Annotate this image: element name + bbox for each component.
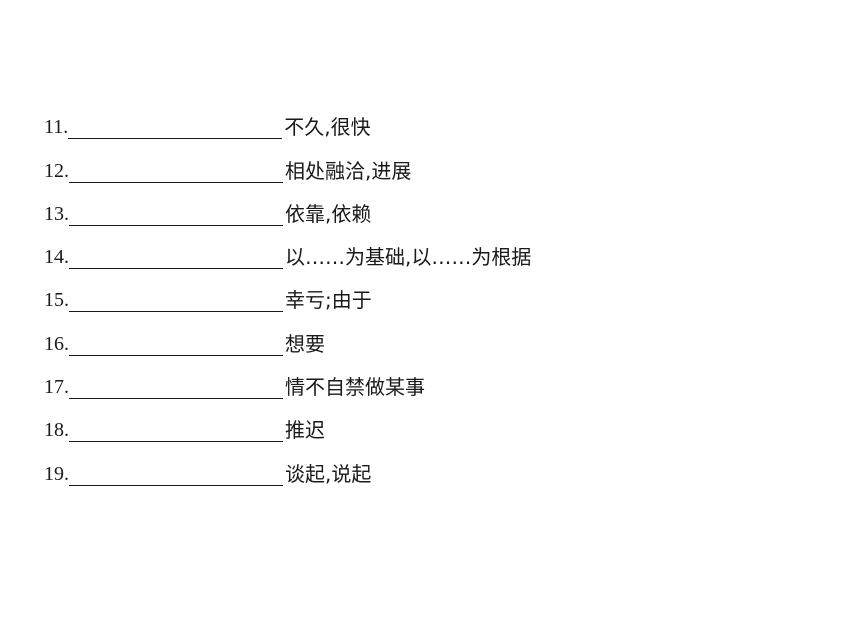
vocabulary-worksheet: 11. 不久,很快 12. 相处融洽,进展 13. 依靠,依赖 14. 以……为… <box>44 96 824 486</box>
item-meaning: 相处融洽,进展 <box>285 158 412 183</box>
worksheet-item-16: 16. 想要 <box>44 312 824 356</box>
worksheet-item-18: 18. 推迟 <box>44 399 824 443</box>
answer-blank[interactable] <box>69 203 283 226</box>
item-meaning: 谈起,说起 <box>285 461 372 486</box>
item-meaning: 想要 <box>285 331 325 356</box>
item-meaning: 情不自禁做某事 <box>285 375 425 400</box>
answer-blank[interactable] <box>69 160 283 183</box>
item-meaning: 依靠,依赖 <box>285 201 372 226</box>
item-number: 17. <box>44 376 69 399</box>
item-number: 16. <box>44 332 69 355</box>
worksheet-item-13: 13. 依靠,依赖 <box>44 183 824 226</box>
item-meaning: 不久,很快 <box>284 115 371 140</box>
answer-blank[interactable] <box>69 333 283 356</box>
worksheet-item-12: 12. 相处融洽,进展 <box>44 139 824 183</box>
item-meaning: 幸亏;由于 <box>285 288 372 313</box>
answer-blank[interactable] <box>69 419 283 443</box>
answer-blank[interactable] <box>69 246 283 270</box>
worksheet-item-15: 15. 幸亏;由于 <box>44 269 824 313</box>
worksheet-item-14: 14. 以……为基础,以……为根据 <box>44 226 824 270</box>
worksheet-item-17: 17. 情不自禁做某事 <box>44 356 824 400</box>
item-meaning: 以……为基础,以……为根据 <box>285 245 532 270</box>
item-number: 14. <box>44 246 69 269</box>
item-number: 19. <box>44 462 69 485</box>
worksheet-item-19: 19. 谈起,说起 <box>44 442 824 486</box>
item-meaning: 推迟 <box>285 418 325 443</box>
answer-blank[interactable] <box>69 463 283 486</box>
item-number: 15. <box>44 289 69 312</box>
item-number: 12. <box>44 159 69 182</box>
item-number: 11. <box>44 116 69 139</box>
item-number: 18. <box>44 419 69 442</box>
worksheet-item-11: 11. 不久,很快 <box>44 96 824 140</box>
answer-blank[interactable] <box>69 289 283 313</box>
answer-blank[interactable] <box>68 116 283 140</box>
item-number: 13. <box>44 202 69 225</box>
answer-blank[interactable] <box>69 376 283 400</box>
